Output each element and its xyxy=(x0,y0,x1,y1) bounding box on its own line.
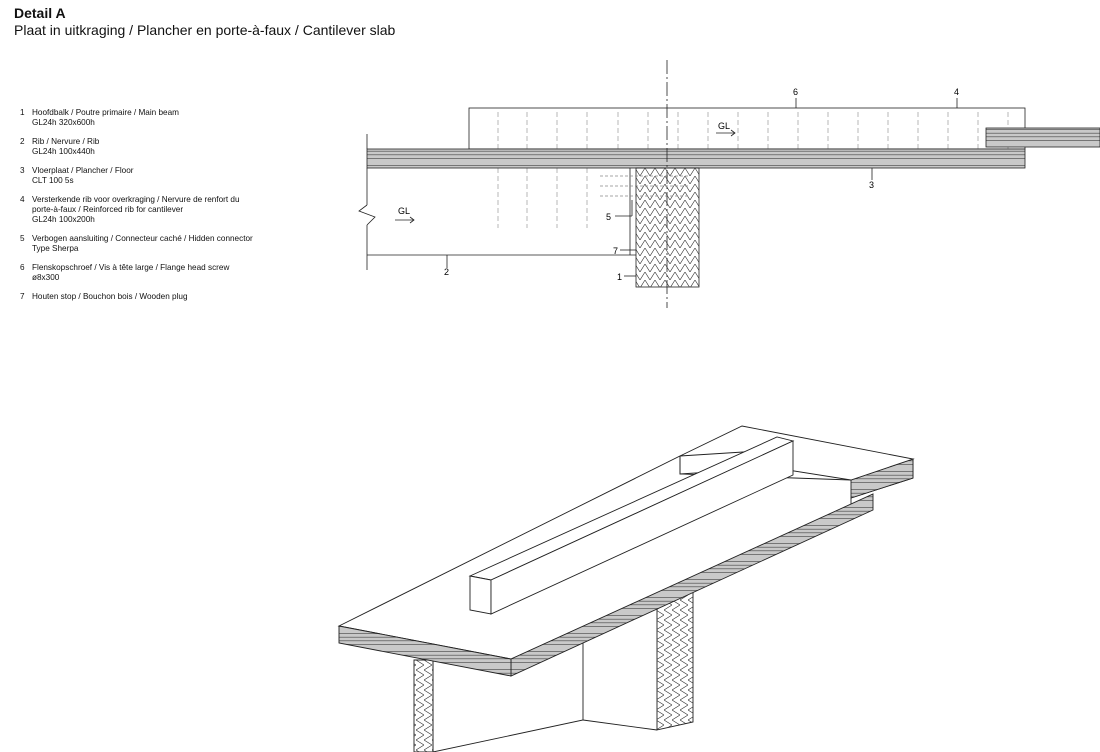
callout-3: 3 xyxy=(869,180,874,190)
legend-number: 4 xyxy=(20,195,25,204)
clt-floor-slab xyxy=(366,148,1026,169)
legend-number: 2 xyxy=(20,137,25,146)
legend-line: Rib / Nervure / Rib xyxy=(32,137,100,146)
section-view xyxy=(358,60,1100,308)
slab-top-face xyxy=(337,455,914,660)
detail-title: Detail A xyxy=(14,5,66,21)
legend-line: GL24h 100x200h xyxy=(32,215,95,224)
legend-line: Flenskopschroef / Vis à tête large / Fla… xyxy=(32,263,230,272)
callout-2: 2 xyxy=(444,267,449,277)
legend: 1 Hoofdbalk / Poutre primaire / Main bea… xyxy=(20,108,320,311)
legend-line: GL24h 320x600h xyxy=(32,118,95,127)
callout-6: 6 xyxy=(793,87,798,97)
legend-number: 1 xyxy=(20,108,25,117)
grain-arrow xyxy=(716,129,736,137)
legend-item: 3 Vloerplaat / Plancher / Floor CLT 100 … xyxy=(20,166,320,186)
legend-item: 6 Flenskopschroef / Vis à tête large / F… xyxy=(20,263,320,283)
legend-line: Houten stop / Bouchon bois / Wooden plug xyxy=(32,292,188,301)
axonometric-view xyxy=(337,425,915,752)
legend-number: 6 xyxy=(20,263,25,272)
legend-item: 1 Hoofdbalk / Poutre primaire / Main bea… xyxy=(20,108,320,128)
legend-line: GL24h 100x440h xyxy=(32,147,95,156)
legend-item: 4 Versterkende rib voor overkraging / Ne… xyxy=(20,195,320,225)
legend-line: porte-à-faux / Reinforced rib for cantil… xyxy=(32,205,184,214)
main-beam xyxy=(635,167,700,288)
detail-subtitle: Plaat in uitkraging / Plancher en porte-… xyxy=(14,22,396,38)
legend-line: CLT 100 5s xyxy=(32,176,74,185)
legend-line: Type Sherpa xyxy=(32,244,79,253)
callout-4: 4 xyxy=(954,87,959,97)
grain-label: GL xyxy=(718,121,730,131)
break-line xyxy=(358,204,376,226)
legend-line: Versterkende rib voor overkraging / Nerv… xyxy=(32,195,240,204)
legend-item: 2 Rib / Nervure / Rib GL24h 100x440h xyxy=(20,137,320,157)
reinforced-rib xyxy=(468,107,1026,150)
legend-line: Hoofdbalk / Poutre primaire / Main beam xyxy=(32,108,179,117)
grain-arrow xyxy=(395,216,415,224)
legend-number: 3 xyxy=(20,166,25,175)
hidden-connector xyxy=(600,175,690,197)
main-beam-iso xyxy=(413,659,434,752)
grain-label: GL xyxy=(398,206,410,216)
legend-item: 5 Verbogen aansluiting / Connecteur cach… xyxy=(20,234,320,254)
legend-number: 7 xyxy=(20,292,25,301)
flange-head-screws xyxy=(497,112,1009,228)
cantilever-extension xyxy=(985,127,1100,148)
legend-line: Verbogen aansluiting / Connecteur caché … xyxy=(32,234,253,243)
legend-line: ø8x300 xyxy=(32,273,60,282)
legend-number: 5 xyxy=(20,234,25,243)
legend-item: 7 Houten stop / Bouchon bois / Wooden pl… xyxy=(20,292,320,302)
callout-1: 1 xyxy=(617,272,622,282)
callout-5: 5 xyxy=(606,212,611,222)
legend-line: Vloerplaat / Plancher / Floor xyxy=(32,166,134,175)
callout-7: 7 xyxy=(613,246,618,256)
